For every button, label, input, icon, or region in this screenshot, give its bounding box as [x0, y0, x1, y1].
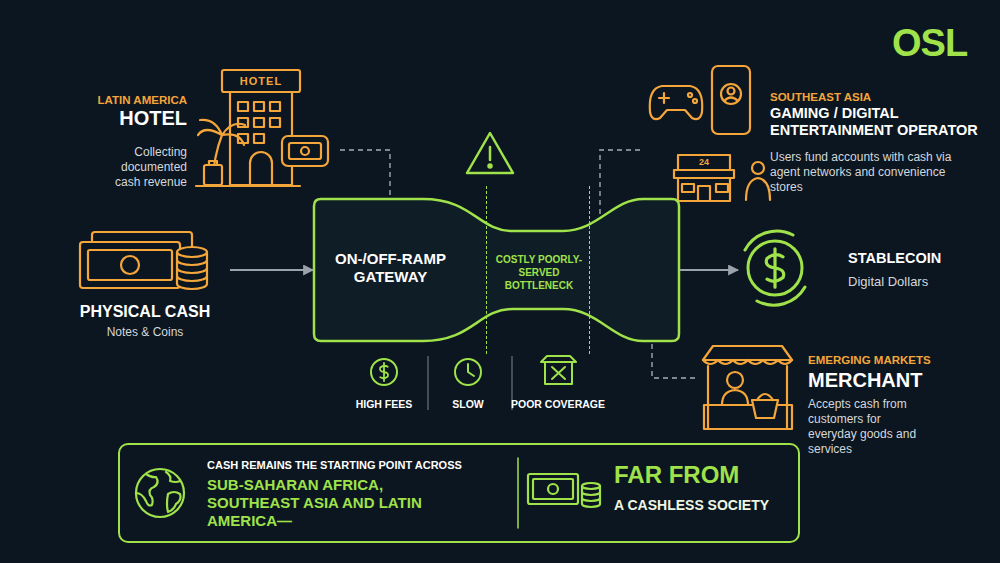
gateway-band: ON-/OFF-RAMP GATEWAY COSTLY POORLY-SERVED…: [313, 198, 680, 342]
icon-label: HOTEL: [222, 74, 300, 88]
dashed-link: [340, 150, 390, 198]
region-node: SOUTHEAST ASIAGAMING / DIGITAL ENTERTAIN…: [640, 60, 990, 205]
node-text: MERCHANT: [808, 369, 988, 391]
brand-logo: OSL: [892, 22, 982, 64]
target-node: STABLECOIN Digital Dollars: [738, 228, 978, 308]
region-node: LATIN AMERICAHOTELCollecting documented …: [40, 60, 340, 190]
stablecoin-icon: [745, 231, 805, 305]
gateway-shape: [314, 199, 679, 341]
cash-icon: [80, 232, 207, 289]
node-text: LATIN AMERICA: [40, 93, 187, 107]
summary-band: CASH REMAINS THE STARTING POINT ACROSS SU…: [118, 443, 800, 543]
node-text: A CASHLESS SOCIETY: [614, 497, 794, 514]
node-text: Digital Dollars: [848, 274, 978, 290]
warning-icon: [467, 133, 513, 173]
gaming-icons: [650, 66, 770, 201]
node-text: GAMING / DIGITAL ENTERTAINMENT OPERATOR: [770, 105, 990, 139]
bottleneck-zone: COSTLY POORLY-SERVED BOTTLENECK: [486, 186, 590, 354]
icon-label: POOR COVERAGE: [508, 398, 608, 411]
hotel-icon: [196, 70, 328, 186]
node-text: Users fund accounts with cash via agent …: [770, 150, 970, 195]
node-text: COSTLY POORLY-SERVED BOTTLENECK: [487, 253, 591, 292]
node-text: SOUTHEAST ASIA: [770, 90, 990, 104]
node-text: Notes & Coins: [60, 325, 230, 340]
node-text: ON-/OFF-RAMP GATEWAY: [323, 250, 458, 286]
region-node: EMERGING MARKETS MERCHANT Accepts cash fro…: [695, 345, 990, 465]
problem-icons: [371, 356, 576, 385]
node-text: Accepts cash from customers for everyday…: [808, 397, 923, 457]
node-text: FAR FROM: [614, 461, 794, 489]
flow-arrow: [680, 269, 738, 271]
dashed-link: [652, 342, 695, 378]
icon-label: SLOW: [438, 398, 498, 411]
merchant-icon: [703, 346, 792, 429]
node-text: SUB-SAHARAN AFRICA, SOUTHEAST ASIA AND L…: [207, 476, 422, 530]
source-node: PHYSICAL CASH Notes & Coins: [60, 225, 230, 345]
icon-label: 24: [688, 157, 720, 168]
node-text: STABLECOIN: [848, 250, 978, 267]
separator-lines: [428, 356, 512, 410]
node-text: HOTEL: [40, 107, 187, 129]
node-text: CASH REMAINS THE STARTING POINT ACROSS: [207, 458, 517, 472]
flow-arrow: [230, 269, 313, 271]
node-text: EMERGING MARKETS: [808, 353, 988, 367]
icon-label: HIGH FEES: [344, 398, 424, 411]
node-text: Collecting documented cash revenue: [107, 145, 187, 190]
node-text: PHYSICAL CASH: [60, 302, 230, 321]
